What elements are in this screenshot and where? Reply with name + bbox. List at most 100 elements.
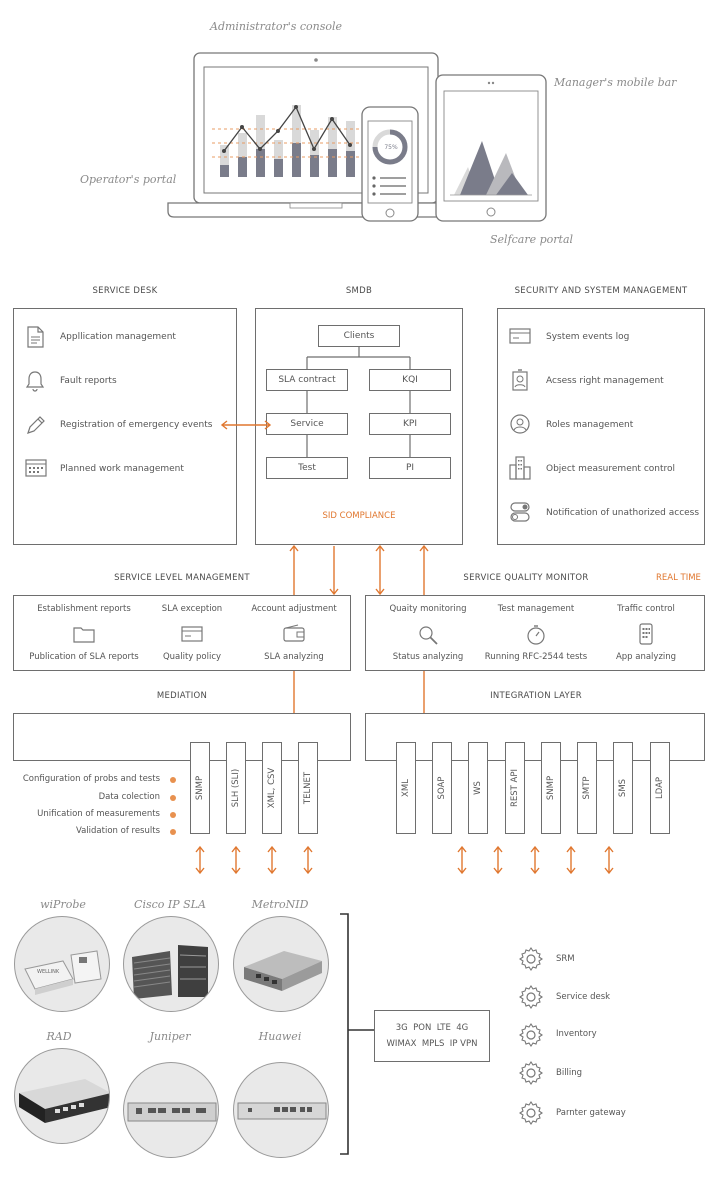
device-photo-rad	[14, 1048, 110, 1144]
slm-panel: Establishment reports SLA exception Acco…	[13, 595, 351, 671]
integration-title: INTEGRATION LAYER	[490, 691, 582, 701]
buildings-icon	[509, 456, 531, 480]
sqm-bottom-item: Running RFC-2544 tests	[484, 652, 588, 662]
mediation-panel	[13, 713, 351, 761]
device-photo-huawei	[233, 1062, 329, 1158]
pencil-icon	[27, 416, 45, 434]
smdb-node: KPI	[369, 413, 451, 435]
sqm-title: SERVICE QUALITY MONITOR	[463, 573, 589, 583]
device-photo-wiprobe: WELLINK	[14, 916, 110, 1012]
service-desk-item: Fault reports	[60, 376, 117, 386]
gear-icon	[519, 947, 543, 971]
bell-icon	[25, 371, 45, 392]
devices-illustration	[167, 52, 547, 222]
device-label: wiProbe	[40, 898, 86, 911]
smdb-tree-lines	[306, 347, 411, 457]
service-desk-item: Registration of emergency events	[60, 420, 213, 430]
gear-icon	[519, 1101, 543, 1125]
security-item: Object measurement control	[546, 464, 676, 474]
integration-protocol: SOAP	[432, 742, 452, 834]
document-icon	[27, 326, 44, 348]
feature-dot	[170, 829, 176, 835]
device-label: Huawei	[258, 1030, 302, 1043]
security-title: SECURITY AND SYSTEM MANAGEMENT	[514, 286, 688, 296]
security-item: Notification of unathorized access	[546, 508, 700, 518]
operator-portal-label: Operator's portal	[80, 173, 177, 186]
sqm-top-item: Quaity monitoring	[389, 604, 467, 614]
mediation-feature: Validation of results	[75, 826, 160, 836]
sqm-panel: Quaity monitoring Test management Traffi…	[365, 595, 705, 671]
integration-protocol: SMTP	[577, 742, 597, 834]
phone-icon	[639, 623, 653, 645]
smdb-node: SLA contract	[266, 369, 348, 391]
device-photo-metronid	[233, 916, 329, 1012]
security-panel: System events log Acsess right managemen…	[497, 308, 705, 545]
network-line-2: WIMAX MPLS IP VPN	[386, 1039, 478, 1049]
integration-protocol: SMS	[613, 742, 633, 834]
slm-bottom-item: SLA analyzing	[264, 652, 324, 662]
smdb-node: Service	[266, 413, 348, 435]
system-label: Inventory	[556, 1029, 597, 1039]
wellink-brand: WELLINK	[37, 969, 60, 975]
stopwatch-icon	[527, 625, 545, 645]
security-item: Roles management	[546, 420, 634, 430]
selfcare-portal-label: Selfcare portal	[490, 233, 574, 246]
service-desk-item: Appllication management	[60, 332, 176, 342]
smdb-node: PI	[369, 457, 451, 479]
security-item: System events log	[546, 332, 630, 342]
mediation-title: MEDIATION	[156, 691, 208, 701]
slm-bottom-item: Publication of SLA reports	[29, 652, 139, 662]
smdb-connector-arrows	[289, 544, 429, 596]
folder-icon	[73, 627, 95, 643]
phone-percent: 75%	[384, 144, 398, 151]
network-types-box: 3G PON LTE 4G WIMAX MPLS IP VPN	[374, 1010, 490, 1062]
system-label: SRM	[556, 954, 575, 964]
mediation-protocol: SNMP	[190, 742, 210, 834]
sqm-bottom-item: App analyzing	[615, 652, 677, 662]
gear-icon	[519, 1061, 543, 1085]
system-label: Service desk	[556, 992, 611, 1002]
calendar-icon	[25, 459, 47, 477]
feature-dot	[170, 795, 176, 801]
manager-mobile-label: Manager's mobile bar	[554, 76, 677, 89]
card-icon	[509, 328, 531, 344]
network-line-1: 3G PON LTE 4G	[395, 1023, 469, 1033]
system-label: Billing	[556, 1068, 583, 1078]
service-desk-panel: Appllication management Fault reports Re…	[13, 308, 237, 545]
sqm-top-item: Test management	[497, 604, 575, 614]
integration-panel	[365, 713, 705, 761]
device-label: MetroNID	[251, 898, 309, 911]
user-circle-icon	[510, 414, 530, 434]
gear-icon	[519, 985, 543, 1009]
slm-title: SERVICE LEVEL MANAGEMENT	[114, 573, 250, 583]
integration-protocol: XML	[396, 742, 416, 834]
integration-protocol: LDAP	[650, 742, 670, 834]
slm-top-item: Establishment reports	[37, 604, 131, 614]
device-label: Juniper	[149, 1030, 191, 1043]
toggle-icon	[510, 502, 530, 522]
sid-compliance: SID COMPLIANCE	[322, 511, 396, 521]
mediation-feature: Configuration of probs and tests	[22, 774, 160, 784]
integration-protocol: SNMP	[541, 742, 561, 834]
service-desk-item: Planned work management	[60, 464, 184, 474]
slm-mediation-connectors	[293, 671, 425, 713]
security-item: Acsess right management	[546, 376, 664, 386]
slm-top-item: Account adjustment	[251, 604, 337, 614]
wallet-icon	[283, 624, 305, 642]
integration-protocol: WS	[468, 742, 488, 834]
sqm-top-item: Traffic control	[617, 604, 675, 614]
service-desk-title: SERVICE DESK	[92, 286, 158, 296]
smdb-clients: Clients	[318, 325, 400, 347]
smdb-title: SMDB	[345, 286, 373, 296]
feature-dot	[170, 777, 176, 783]
sqm-bottom-item: Status analyzing	[392, 652, 464, 662]
device-label: RAD	[46, 1030, 72, 1043]
mediation-protocol: SLH (SLI)	[226, 742, 246, 834]
card-icon	[181, 626, 203, 642]
device-bracket	[340, 913, 374, 1155]
smdb-panel: Clients SLA contract Service Test KQI KP…	[255, 308, 463, 545]
smdb-node: KQI	[369, 369, 451, 391]
mediation-protocol: XML, CSV	[262, 742, 282, 834]
badge-icon	[512, 369, 528, 391]
magnifier-icon	[419, 626, 438, 645]
